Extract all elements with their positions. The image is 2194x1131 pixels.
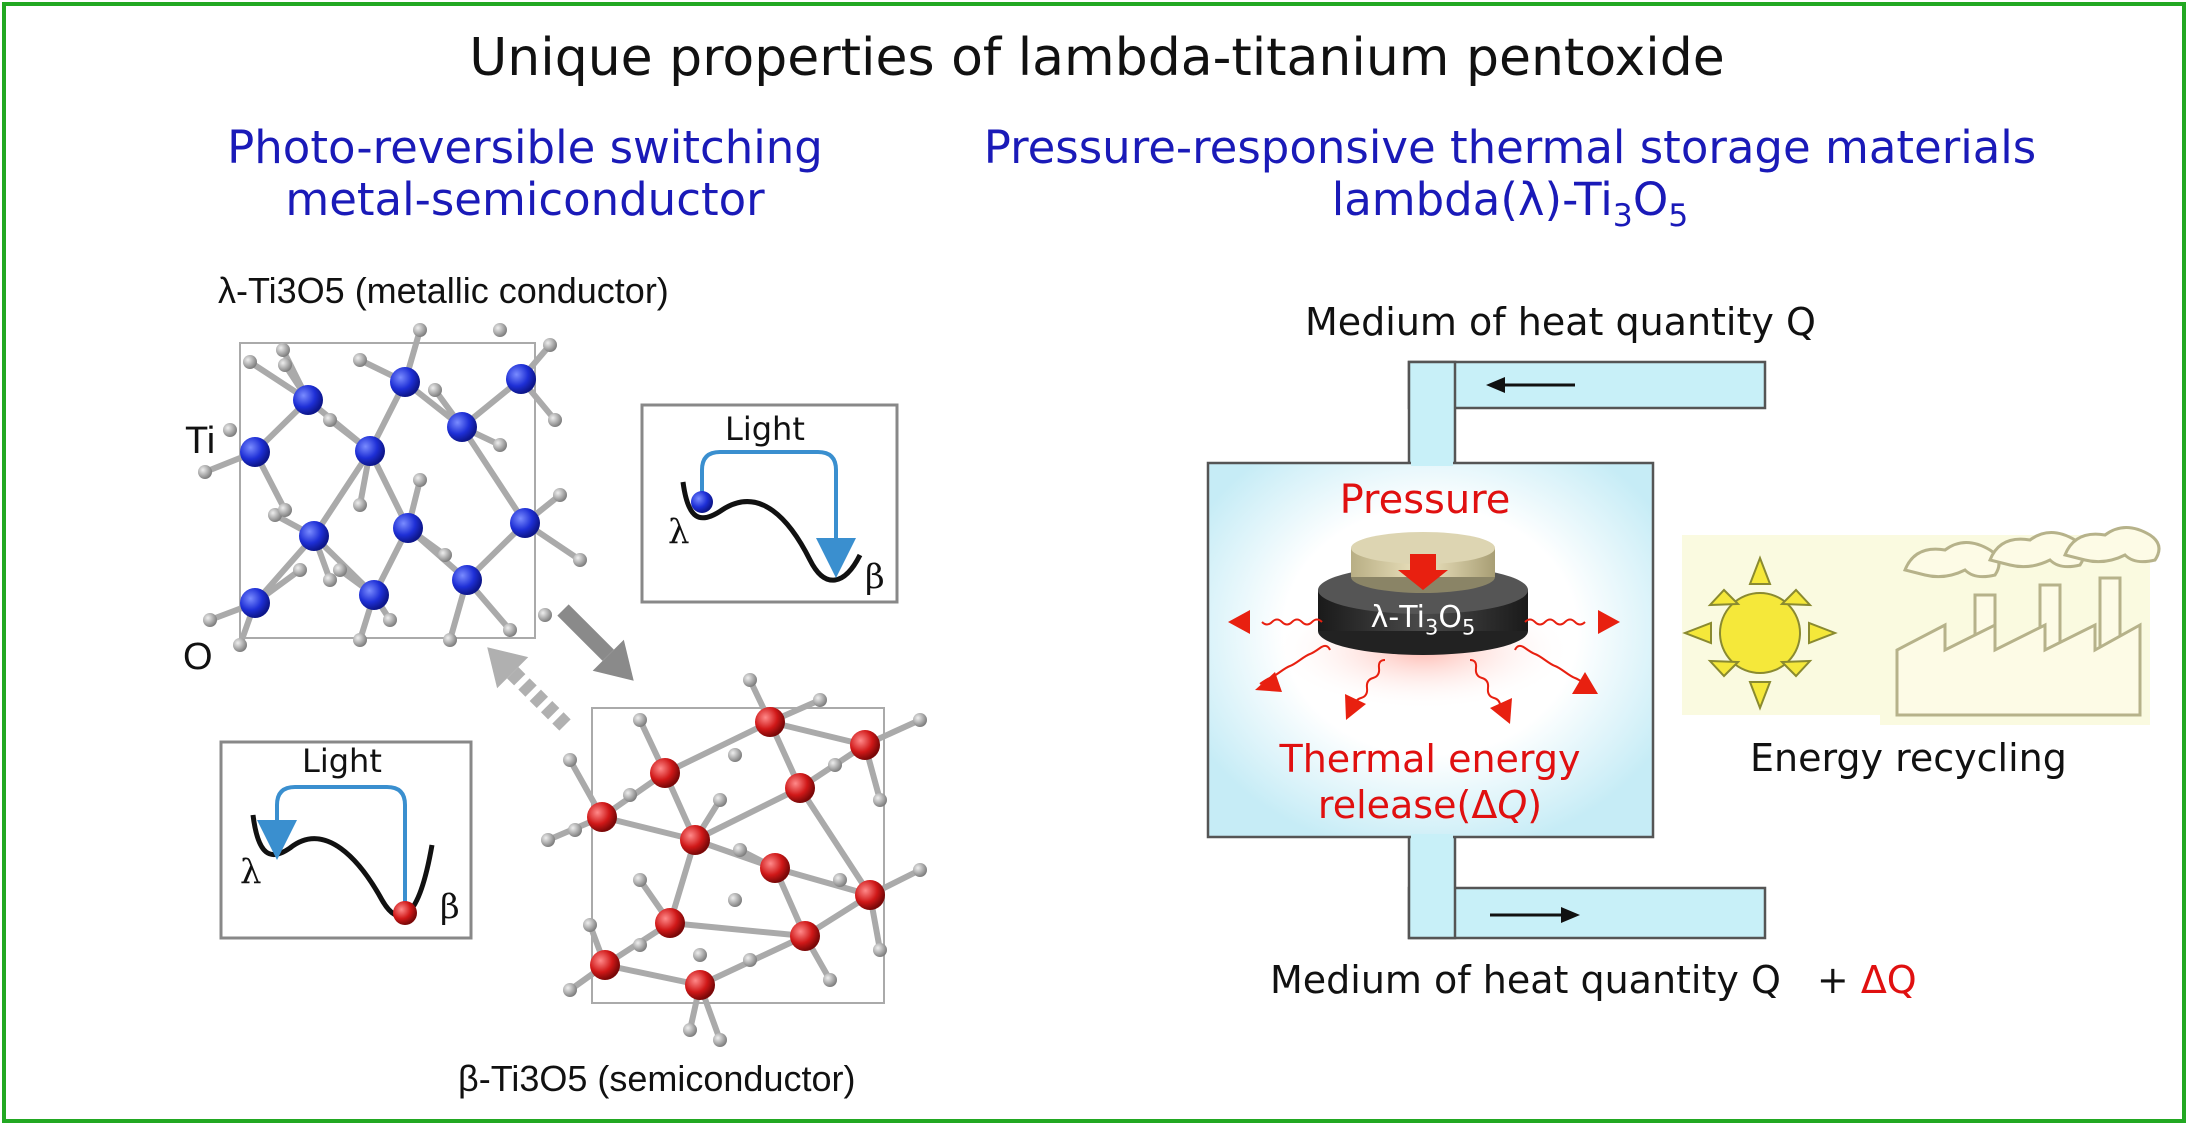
right-heading-mid: O: [1632, 173, 1669, 226]
energy-bottom-light-label: Light: [302, 742, 382, 780]
energy-diagram-top: [640, 403, 899, 604]
release-suffix: ): [1527, 783, 1543, 827]
release-prefix: release(Δ: [1317, 783, 1498, 827]
energy-bottom-lambda-label: λ: [240, 852, 262, 892]
right-heading-line2: lambda(λ)-Ti3O5: [930, 174, 2090, 242]
release-q: Q: [1497, 783, 1528, 827]
disk-label-sub1: 3: [1424, 615, 1439, 640]
medium-bottom-plus: +: [1816, 958, 1849, 1002]
page-title: Unique properties of lambda-titanium pen…: [469, 28, 1725, 88]
ti-atom-label: Ti: [185, 420, 216, 462]
thermal-release-line2: release(ΔQ): [1230, 782, 1630, 828]
thermal-release-label: Thermal energy release(ΔQ): [1230, 736, 1630, 828]
disk-label-prefix: λ-Ti: [1370, 600, 1425, 635]
lambda-crystal-structure: [198, 323, 587, 652]
thermal-release-line1: Thermal energy: [1279, 737, 1581, 781]
pressure-label: Pressure: [1339, 477, 1511, 523]
transition-arrows: [487, 604, 634, 731]
disk-material-label: λ-Ti3O5: [1348, 600, 1498, 639]
disk-label-sub2: 5: [1461, 615, 1476, 640]
energy-top-lambda-label: λ: [668, 512, 690, 552]
lambda-structure-label: λ-Ti3O5 (metallic conductor): [218, 270, 669, 311]
right-heading-prefix: lambda(λ)-Ti: [1331, 173, 1613, 226]
sun-icon: [1682, 535, 1892, 715]
energy-bottom-beta-label: β: [440, 887, 460, 927]
energy-top-light-label: Light: [725, 410, 805, 448]
medium-bottom-text: Medium of heat quantity Q: [1270, 958, 1781, 1002]
factory-icon: [1880, 526, 2161, 725]
medium-bottom-label: Medium of heat quantity Q + ΔQ: [1270, 958, 1917, 1002]
right-heading-sub2: 5: [1668, 198, 1689, 235]
medium-top-label: Medium of heat quantity Q: [1305, 300, 1816, 344]
right-heading: Pressure-responsive thermal storage mate…: [930, 122, 2090, 242]
right-heading-line1: Pressure-responsive thermal storage mate…: [983, 121, 2037, 174]
medium-bottom-delta-q: ΔQ: [1860, 958, 1917, 1002]
beta-structure-label: β-Ti3O5 (semiconductor): [458, 1058, 856, 1099]
energy-top-beta-label: β: [865, 557, 885, 597]
disk-label-mid: O: [1438, 600, 1462, 635]
energy-recycling-label: Energy recycling: [1750, 736, 2067, 780]
right-heading-sub1: 3: [1612, 198, 1633, 235]
beta-crystal-structure: [541, 673, 927, 1047]
left-heading-line1: Photo-reversible switching: [227, 121, 823, 174]
o-atom-label: O: [183, 636, 213, 678]
left-heading: Photo-reversible switching metal-semicon…: [210, 122, 840, 226]
energy-diagram-bottom: [219, 740, 473, 940]
left-heading-line2: metal-semiconductor: [285, 173, 765, 226]
heat-storage-system: [1206, 360, 1767, 940]
